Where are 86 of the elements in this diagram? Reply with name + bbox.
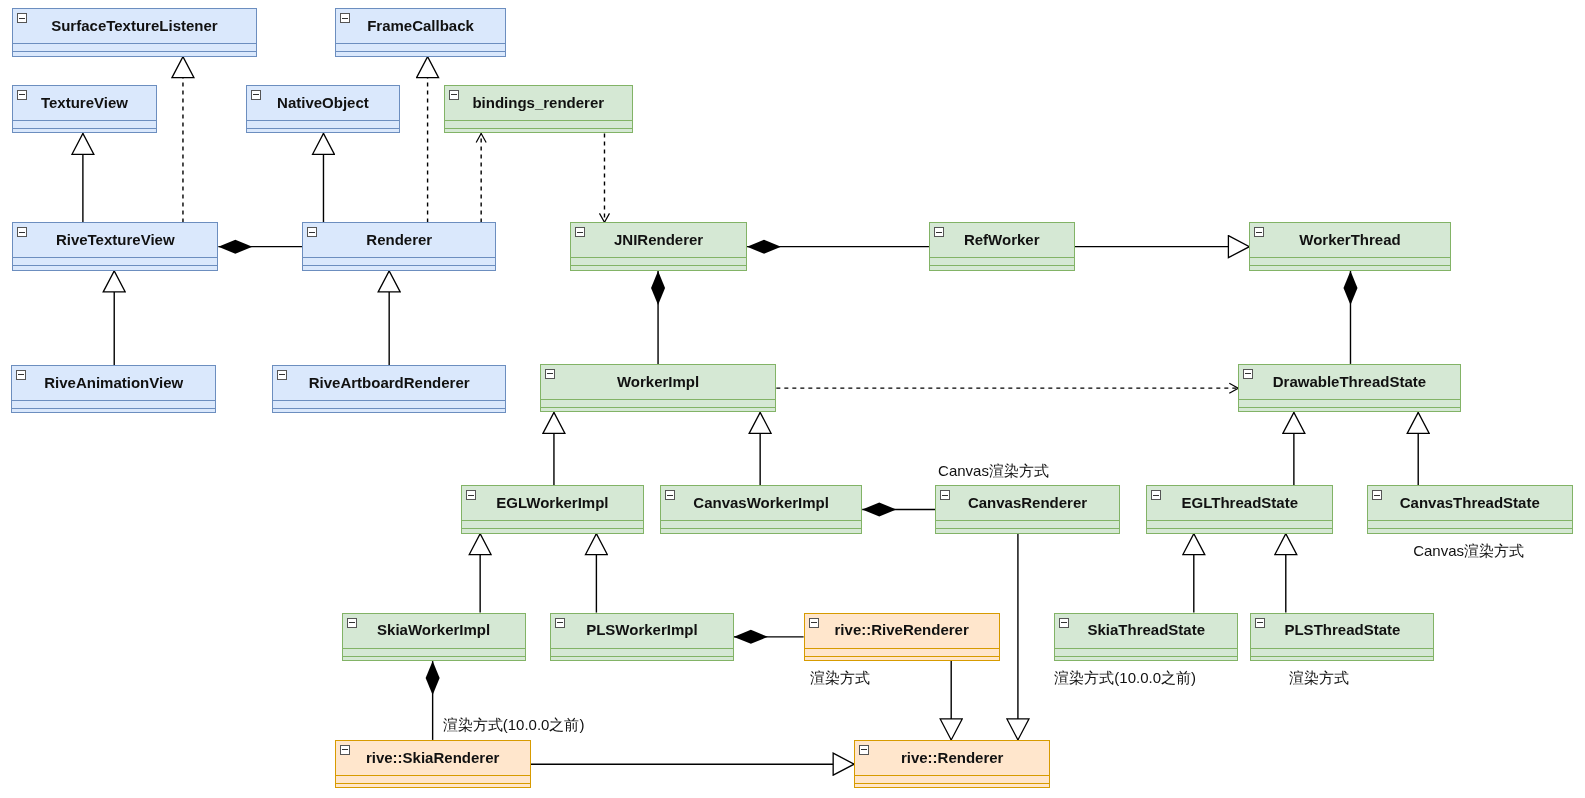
class-name: RefWorker [963,230,1040,251]
class-box [12,222,219,271]
composition-connector [1343,270,1358,365]
class-box [803,612,1000,662]
composition-connector [733,629,805,644]
class-box [570,222,747,271]
class-box [1238,363,1461,413]
class-box [245,84,401,134]
class-name: PLSThreadState [1284,620,1401,641]
class-box [660,485,863,534]
class-box [1250,612,1435,662]
arrow [748,411,772,486]
class-name: RiveTextureView [55,230,175,251]
class-name: DrawableThreadState [1272,371,1427,392]
class-name: FrameCallback [367,15,474,36]
arrow [775,382,1239,394]
class-name: SkiaThreadState [1087,620,1206,641]
class-name: EGLThreadState [1181,492,1298,513]
class-box [12,8,257,57]
class-box [1366,485,1573,534]
class-name: PLSWorkerImpl [586,620,698,641]
note-text: Canvas渲染方式 [1413,540,1524,561]
arrow [102,270,126,366]
class-name: Renderer [366,230,433,251]
class-name: bindings_renderer [472,92,605,113]
class-box [12,84,157,134]
arrow [1282,411,1306,486]
class-name: SurfaceTextureListener [51,15,218,36]
arrow [377,270,401,366]
composition-connector [861,502,936,517]
note-text: Canvas渲染方式 [938,460,1049,481]
arrow [542,411,566,486]
class-name: CanvasWorkerImpl [693,492,829,513]
arrow [584,533,609,614]
class-box [334,739,531,789]
class-box [334,8,507,57]
composition-connector [217,239,303,254]
class-name: JNIRenderer [613,230,704,251]
arrow [171,55,195,224]
arrow [1073,235,1251,259]
class-name: WorkerThread [1299,230,1401,251]
class-box [460,485,644,534]
arrow [468,533,492,614]
class-name: CanvasThreadState [1399,492,1540,513]
class-name: CanvasRenderer [967,492,1088,513]
arrow [475,132,487,224]
class-box [11,364,217,414]
class-box [539,363,777,413]
class-box [1054,612,1239,662]
note-text: 渲染方式(10.0.0之前) [442,714,585,735]
arrow [311,132,336,224]
class-name: SkiaWorkerImpl [377,620,491,641]
class-name: WorkerImpl [616,371,700,392]
class-box [271,364,507,414]
class-name: EGLWorkerImpl [496,492,609,513]
arrow [939,660,963,741]
class-name: NativeObject [277,92,369,113]
arrow [530,752,855,776]
class-box [854,739,1051,789]
class-name: rive::RiveRenderer [834,620,969,641]
class-name: rive::Renderer [900,747,1004,768]
class-box [1146,485,1334,534]
class-box [549,612,734,662]
class-box [443,84,633,134]
class-name: RiveArtboardRenderer [308,372,470,393]
arrow [1006,533,1030,741]
class-box [935,485,1120,534]
arrow [415,55,440,224]
note-text: 渲染方式 [809,668,870,689]
class-box [341,612,526,662]
class-name: RiveAnimationView [44,372,184,393]
class-name: rive::SkiaRenderer [365,747,500,768]
arrow [1406,411,1430,486]
arrow [71,132,95,224]
composition-connector [746,239,930,254]
composition-connector [651,270,666,365]
class-box [928,222,1075,271]
note-text: 渲染方式 [1288,668,1349,689]
class-box [302,222,497,271]
note-text: 渲染方式(10.0.0之前) [1054,668,1196,689]
class-box [1249,222,1451,271]
class-name: TextureView [40,92,128,113]
composition-connector [425,660,440,741]
arrow [598,132,611,224]
arrow [1182,533,1206,614]
arrow [1274,533,1298,614]
